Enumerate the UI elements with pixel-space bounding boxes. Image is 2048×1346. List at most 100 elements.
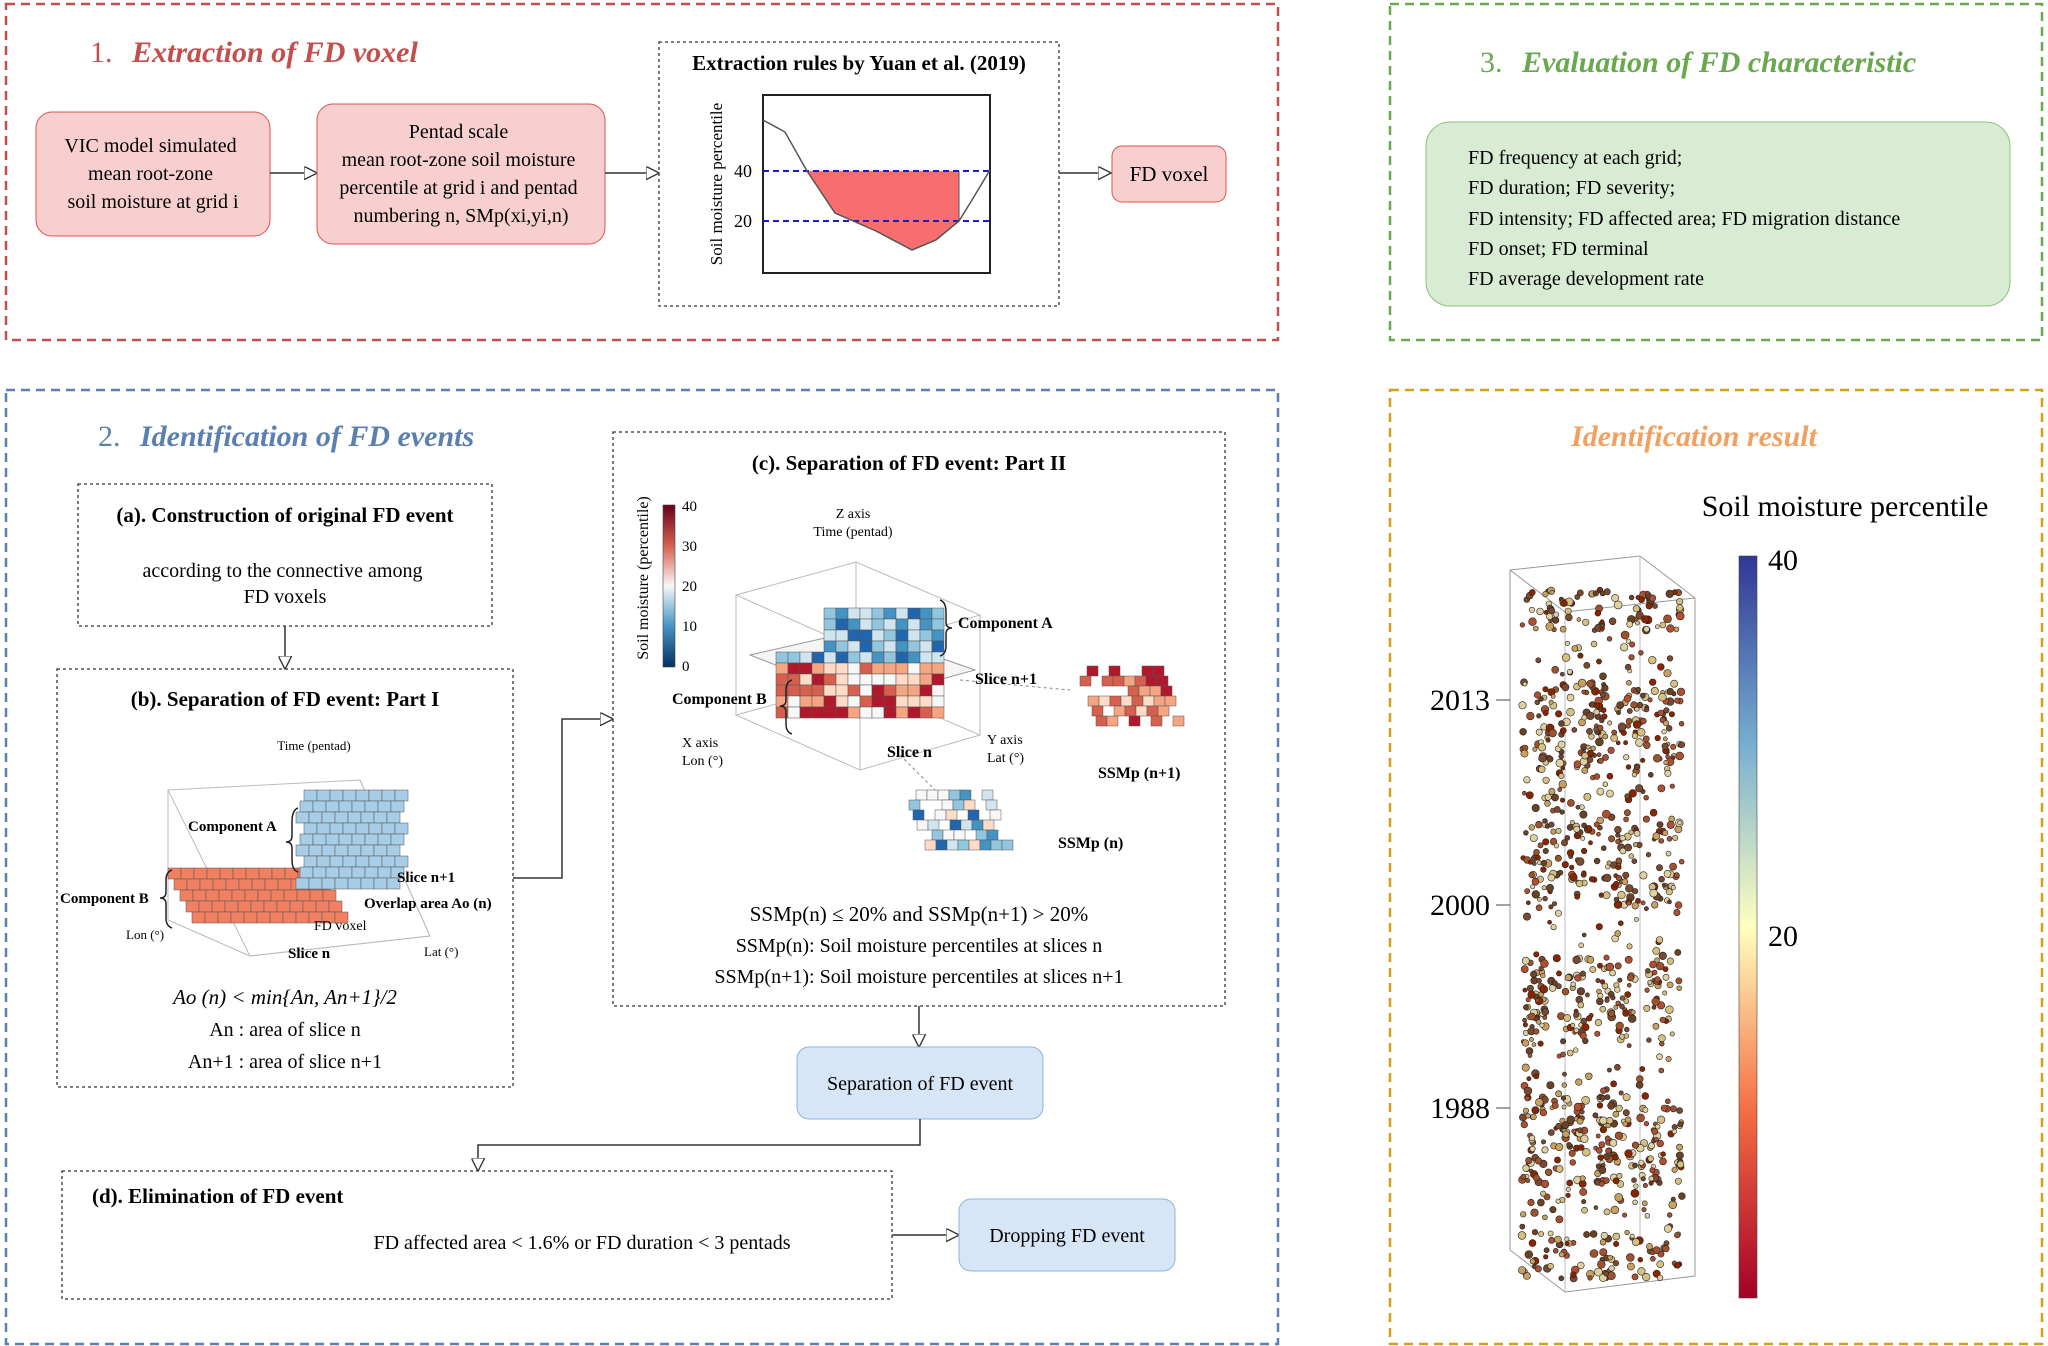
blue-voxel [386, 811, 401, 824]
result-voxel [1637, 1267, 1646, 1276]
result-voxel [1535, 997, 1540, 1003]
result-voxel [1671, 1166, 1678, 1173]
red-voxel [250, 900, 265, 913]
result-voxel [1666, 820, 1675, 829]
result-voxel [1521, 1063, 1530, 1072]
result-voxel [1651, 901, 1659, 909]
slice-n1-cell [1153, 695, 1166, 707]
slice-n1-cell [1109, 695, 1122, 707]
result-voxel [1644, 1213, 1651, 1219]
slice-n-cell [931, 829, 944, 841]
red-voxel [192, 889, 207, 902]
red-voxel [270, 889, 285, 902]
red-voxel [238, 878, 253, 891]
rules-tick-20: 20 [734, 211, 752, 231]
c-component-a: Component A [958, 615, 1053, 632]
result-voxel [1613, 1004, 1619, 1010]
red-voxel [244, 889, 259, 902]
result-voxel [1575, 857, 1585, 866]
result-voxel [1631, 1273, 1639, 1281]
result-voxel [1537, 897, 1542, 902]
result-voxel [1670, 679, 1679, 688]
result-voxel [1579, 1188, 1588, 1196]
result-voxel [1535, 904, 1543, 912]
result-voxel [1602, 754, 1609, 761]
result-voxel [1596, 1147, 1603, 1154]
voxel-cell [919, 684, 933, 697]
result-voxel [1525, 1157, 1533, 1165]
red-voxel [251, 878, 266, 891]
separation-label: Separation of FD event [827, 1073, 1014, 1095]
result-voxel [1599, 979, 1606, 985]
blue-voxel [360, 844, 375, 857]
result-voxel [1594, 1018, 1602, 1027]
result-voxel [1521, 1039, 1530, 1047]
result-voxel [1642, 1107, 1649, 1113]
result-voxel [1617, 977, 1623, 983]
red-voxel [179, 889, 194, 902]
voxel-cell [871, 695, 885, 708]
result-voxel [1609, 969, 1616, 977]
result-voxel [1585, 825, 1593, 832]
red-voxel [296, 889, 311, 902]
result-voxel [1623, 816, 1629, 823]
red-voxel [198, 900, 213, 913]
result-voxel [1530, 884, 1536, 890]
result-voxel [1600, 691, 1606, 698]
result-voxel [1602, 733, 1609, 740]
result-voxel [1547, 1262, 1554, 1270]
voxel-cell [811, 662, 825, 675]
result-voxel [1638, 650, 1644, 656]
result-voxel [1632, 720, 1642, 729]
result-voxel [1539, 1022, 1545, 1028]
result-voxel [1558, 720, 1565, 727]
result-voxel [1526, 984, 1534, 992]
result-voxel [1587, 1275, 1593, 1281]
red-voxel [282, 911, 297, 924]
red-voxel [256, 911, 271, 924]
result-voxel [1589, 1230, 1598, 1238]
result-voxel [1519, 728, 1527, 736]
blue-voxel [355, 789, 370, 802]
rules-ylabel: Soil moisture percentile [707, 103, 726, 265]
blue-voxel [295, 811, 310, 824]
voxel-cell [871, 673, 885, 686]
result-voxel [1528, 617, 1537, 626]
red-voxel [225, 878, 240, 891]
result-voxel [1626, 620, 1634, 628]
result-voxel [1535, 728, 1543, 736]
result-voxel [1602, 781, 1609, 787]
result-voxel [1590, 640, 1598, 648]
result-voxel [1565, 1192, 1571, 1198]
c-tick-20: 20 [682, 579, 697, 595]
blue-voxel [368, 855, 383, 868]
result-voxel [1540, 959, 1549, 968]
result-voxel [1580, 836, 1586, 841]
result-voxel [1569, 873, 1578, 882]
result-voxel [1558, 753, 1564, 760]
result-voxel [1663, 707, 1670, 714]
result-voxel [1615, 1104, 1623, 1112]
voxel-cell [931, 695, 945, 708]
result-voxel [1610, 995, 1616, 1001]
result-voxel [1612, 1110, 1620, 1118]
result-voxel [1674, 901, 1683, 909]
voxel-cell [931, 640, 945, 653]
result-voxel [1678, 741, 1686, 749]
result-voxel [1581, 752, 1589, 760]
result-voxel [1517, 1231, 1527, 1240]
result-voxel [1576, 617, 1582, 622]
result-voxel [1593, 708, 1600, 716]
result-voxel [1622, 1121, 1628, 1127]
result-voxel [1658, 875, 1665, 883]
result-voxel [1649, 888, 1658, 898]
result-voxel [1603, 1270, 1609, 1277]
result-voxel [1665, 1056, 1672, 1063]
blue-voxel [312, 800, 327, 813]
result-voxel [1662, 990, 1668, 996]
result-voxel [1649, 960, 1657, 969]
result-voxel [1617, 722, 1627, 732]
b-slice-n1: Slice n+1 [397, 870, 455, 886]
result-voxel [1593, 702, 1601, 709]
red-voxel [315, 900, 330, 913]
